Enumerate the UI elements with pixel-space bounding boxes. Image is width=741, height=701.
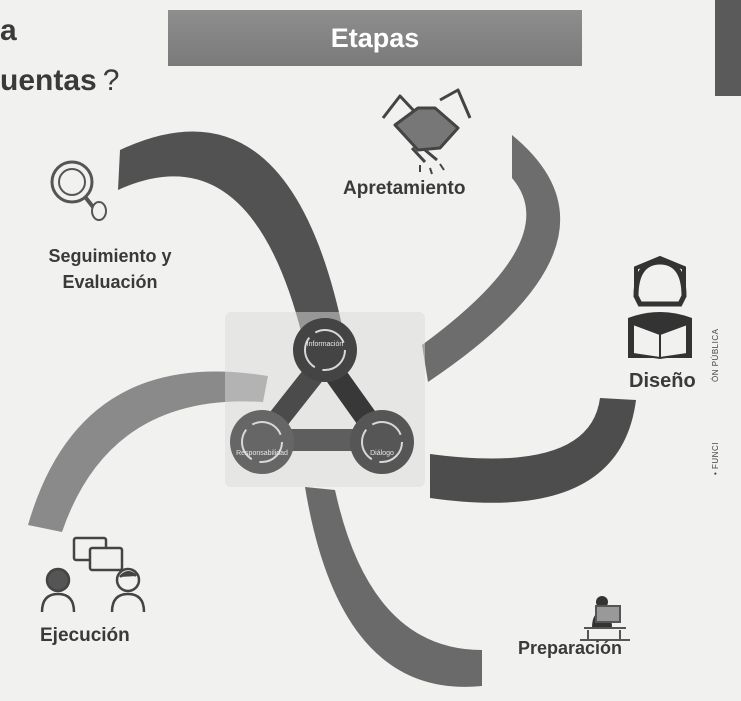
title-fragment-line2-text: uentas: [0, 64, 97, 97]
arc-preparacion: [305, 487, 482, 687]
side-vertical-text-2: ÓN PÚBLICA: [711, 328, 720, 382]
stage-label-seguimiento-line1: Seguimiento y: [48, 246, 172, 266]
stage-label-seguimiento-line2: Evaluación: [62, 272, 158, 292]
handshake-icon: [381, 88, 472, 175]
side-vertical-text-1: • FUNCI: [711, 442, 720, 475]
title-fragment-line1: a: [0, 14, 17, 48]
conversation-icon: [40, 536, 146, 613]
stage-label-ejecucion: Ejecución: [40, 625, 130, 646]
stage-label-aprestamiento: Apretamiento: [343, 178, 466, 199]
hub-label-left: Responsabilidad: [236, 450, 288, 457]
desk-worker-icon: [580, 596, 630, 641]
title-fragment-line2: uentas?: [0, 64, 119, 98]
etapas-banner-label: Etapas: [330, 22, 420, 53]
stage-label-seguimiento: Seguimiento y Evaluación: [30, 243, 190, 295]
title-fragment-line1-text: a: [0, 14, 17, 47]
etapas-banner: Etapas: [168, 10, 582, 66]
stage-label-diseno: Diseño: [629, 370, 696, 392]
corner-decoration: [715, 0, 741, 96]
title-question-mark: ?: [102, 64, 120, 97]
reading-person-icon: [628, 255, 692, 360]
arc-aprestamiento: [422, 135, 561, 382]
magnifier-icon: [50, 160, 107, 221]
hub-label-right: Diálogo: [370, 450, 394, 457]
arc-seguimiento: [118, 131, 344, 335]
stage-label-preparacion: Preparación: [518, 638, 623, 658]
hub-graphic: Información Responsabilidad Diálogo: [225, 312, 425, 487]
hub-label-top: Información: [307, 341, 344, 348]
arc-diseno: [430, 398, 636, 503]
